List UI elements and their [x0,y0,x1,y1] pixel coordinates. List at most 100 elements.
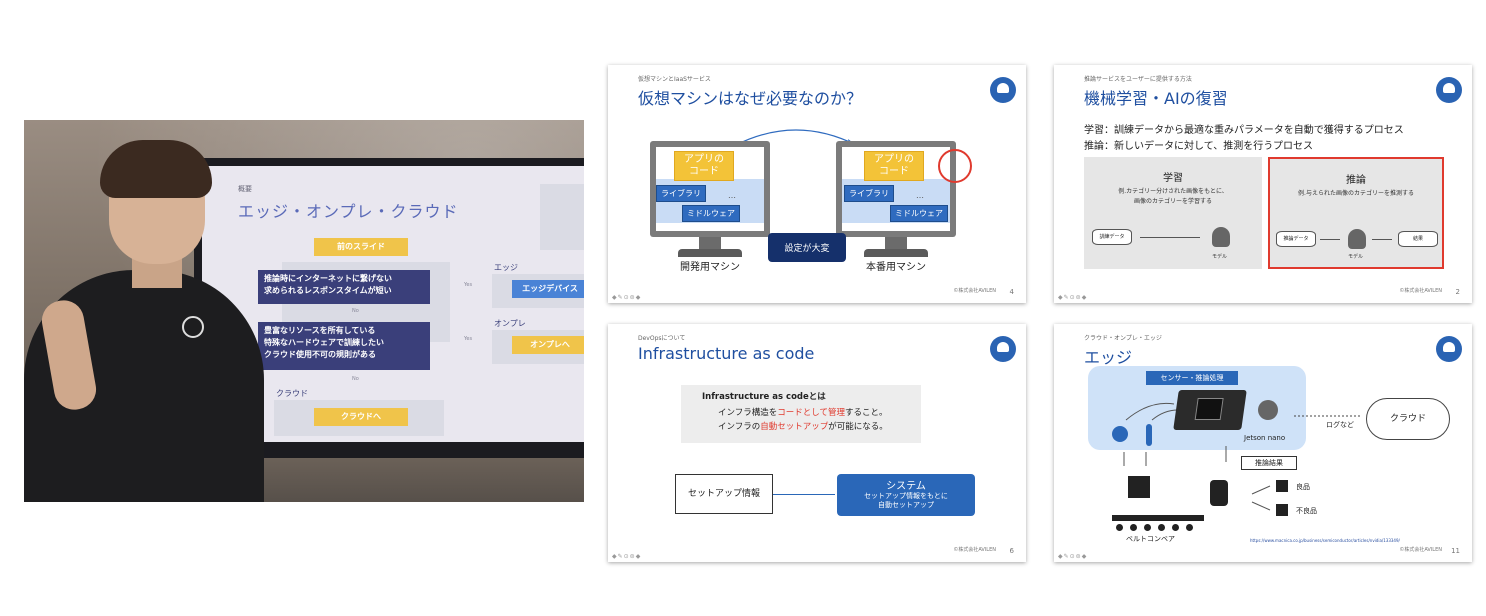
tv-screen: 概要 エッジ・オンプレ・クラウド 前のスライド 推論時にインターネットに繋げない… [202,166,584,442]
learning-model-label: モデル [1212,254,1228,260]
slide-copyright: ©株式会社AVILEN [1399,288,1442,294]
setup-info-document: セットアップ情報 [675,474,773,514]
package-icon [1128,476,1150,498]
iac-line1-a: インフラ構造を [718,408,778,418]
thermometer-icon [1146,424,1152,446]
bad-arrow [1251,501,1271,511]
tv-yes1: Yes [464,282,473,288]
robot-arm-icon [1210,480,1228,506]
slide-number: 11 [1451,547,1460,555]
belt-wheel [1130,524,1137,531]
slide-nav-icons[interactable]: ◆✎⊙⊜◆ [1058,553,1088,560]
belt-wheel [1158,524,1165,531]
dev-app-box: アプリの コード [674,151,734,181]
slide-iac: DevOpsについて Infrastructure as code Infras… [608,324,1026,562]
tv-yes2: Yes [464,336,473,342]
belt-wheel [1116,524,1123,531]
shirt-logo [182,316,204,338]
tv-display: 概要 エッジ・オンプレ・クラウド 前のスライド 推論時にインターネットに繋げない… [194,158,584,458]
reference-url[interactable]: https://www.macnica.co.jp/business/semic… [1250,538,1400,543]
dev-monitor-base [678,249,742,257]
slide-nav-icons[interactable]: ◆✎⊙⊜◆ [612,553,642,560]
inference-box: 推論 例.与えられた画像のカテゴリーを推測する 推論データ モデル 結果 [1268,157,1444,269]
jetson-board [1173,390,1247,430]
dev-dots: … [728,191,736,200]
slide-title: Infrastructure as code [638,344,815,363]
tv-onprem-box: オンプレへ [512,336,584,354]
belt-wheel [1144,524,1151,531]
person-hair [100,140,212,198]
training-data-cylinder: 訓練データ [1092,229,1132,245]
slide-title: 仮想マシンはなぜ必要なのか？ [638,89,863,108]
iac-line1-red: コードとして管理 [777,408,845,418]
slide-ml-review: 推論サービスをユーザーに提供する方法 機械学習・AIの復習 学習：訓練データから… [1054,65,1472,303]
slide-copyright: ©株式会社AVILEN [953,288,996,294]
tv-cloud-label: クラウド [276,389,308,398]
inference-data-cylinder: 推論データ [1276,231,1316,247]
result-cylinder: 結果 [1398,231,1438,247]
iac-line2: インフラの自動セットアップが可能になる。 [718,420,888,432]
inference-desc: 例.与えられた画像のカテゴリーを推測する [1298,190,1414,197]
camera-to-board-arrow [1125,402,1175,421]
prod-machine-label: 本番用マシン [866,262,926,273]
prod-dots: … [916,191,924,200]
learning-desc: 例.カテゴリー分けされた画像をもとに、 画像のカテゴリーを学習する [1118,188,1228,205]
tv-condition2-line3: クラウド使用不可の規則がある [264,350,376,359]
tv-cloud-box: クラウドへ [314,408,408,426]
inference-model-label: モデル [1348,254,1364,260]
cloud-shape: クラウド [1366,398,1450,440]
presenter-photo: 概要 エッジ・オンプレ・クラウド 前のスライド 推論時にインターネットに繋げない… [24,120,584,502]
slide-number: 6 [1009,547,1014,555]
tv-edge-label: エッジ [494,263,518,272]
inference-definition: 推論：新しいデータに対して、推測を行うプロセス [1084,141,1313,152]
learning-box: 学習 例.カテゴリー分けされた画像をもとに、 画像のカテゴリーを学習する 訓練デ… [1084,157,1262,269]
slide-title: 機械学習・AIの復習 [1084,89,1228,108]
callout-setup-hard: 設定が大変 [768,233,846,262]
learning-arrow [1140,237,1200,238]
slide-copyright: ©株式会社AVILEN [1399,547,1442,553]
ai-head-icon [1258,400,1278,420]
learning-definition: 学習：訓練データから最適な重みパラメータを自動で獲得するプロセス [1084,125,1404,136]
camera-icon [1112,426,1128,442]
prod-app-box: アプリの コード [864,151,924,181]
prod-library-box: ライブラリ [844,185,894,202]
company-logo-icon [990,336,1016,362]
iac-line2-b: が可能になる。 [828,422,888,432]
system-desc: セットアップ情報をもとに 自動セットアップ [864,492,948,509]
slide-nav-icons[interactable]: ◆✎⊙⊜◆ [612,294,642,301]
dev-library-box: ライブラリ [656,185,706,202]
edge-diagram-svg [1112,400,1362,511]
sync-arrow [735,129,857,146]
sensor-panel-label: センサー・推論処理 [1146,371,1238,385]
bad-label: 不良品 [1296,507,1317,515]
company-logo-icon [990,77,1016,103]
tv-no1: No [352,308,359,314]
system-title: システム [886,481,926,492]
learning-title: 学習 [1163,173,1183,184]
prod-monitor-base [864,249,928,257]
tv-condition2-line1: 豊富なリソースを所有している [264,326,376,335]
bad-item-icon [1276,504,1288,516]
slide-nav-icons[interactable]: ◆✎⊙⊜◆ [1058,294,1088,301]
inference-result-box: 推論結果 [1241,456,1297,470]
model-head-icon [1212,227,1230,247]
dev-machine-label: 開発用マシン [680,262,740,273]
belt-wheel [1186,524,1193,531]
tv-condition1-line1: 推論時にインターネットに繋げない [264,274,392,283]
tv-title: エッジ・オンプレ・クラウド [238,202,459,221]
good-arrow [1251,485,1271,495]
belt-label: ベルトコンベア [1126,535,1175,543]
tv-prev-box: 前のスライド [314,238,408,256]
tv-thumbnail [540,184,584,250]
good-label: 良品 [1296,483,1310,491]
dev-middleware-box: ミドルウェア [682,205,740,222]
slide-number: 4 [1009,288,1014,296]
slide-virtual-machine: 仮想マシンとIaaSサービス 仮想マシンはなぜ必要なのか？ アプリの コード ラ… [608,65,1026,303]
iac-line1: インフラ構造をコードとして管理すること。 [718,406,888,418]
slide-subtitle: DevOpsについて [638,335,686,342]
slide-subtitle: 仮想マシンとIaaSサービス [638,76,711,83]
prod-middleware-box: ミドルウェア [890,205,948,222]
inference-arrow-2 [1372,239,1392,240]
highlight-circle [938,149,972,183]
tv-condition1-line2: 求められるレスポンスタイムが短い [264,286,392,295]
